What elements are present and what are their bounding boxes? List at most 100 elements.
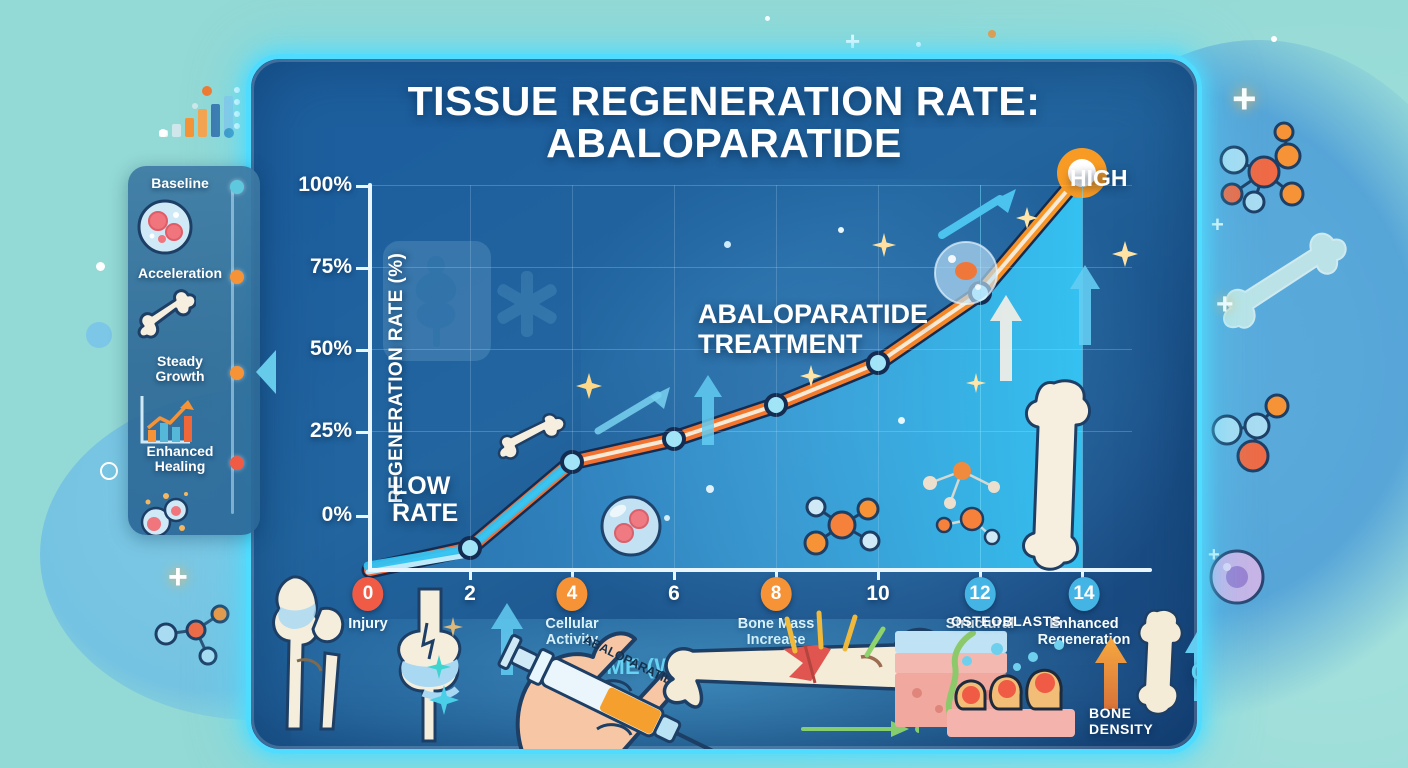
x-bubble-0: 0 (352, 577, 384, 611)
decorative-plus-icon: + (1232, 75, 1257, 122)
vgridline-14 (1082, 185, 1083, 570)
x-tick-8 (775, 570, 778, 580)
legend-rail (231, 188, 234, 514)
diagonal-arrow-icon (938, 189, 1016, 239)
legend-item-label: Baseline (151, 175, 209, 191)
up-arrow-icon (1095, 637, 1127, 709)
bone-icon-plot (497, 413, 566, 460)
decorative-dot (664, 515, 670, 521)
osteoblasts-label: OSTEOBLASTS (951, 613, 1062, 629)
legend-item-enhanced-healing[interactable]: Enhanced Healing (134, 443, 252, 535)
x-bubble-8: 8 (760, 577, 792, 611)
y-tick-label-100: 100% (298, 173, 352, 196)
decorative-molecule-icon-1 (1219, 121, 1305, 214)
x-tick-12 (979, 570, 982, 580)
decorative-dot (100, 462, 118, 480)
molecule-icon-plot-2 (923, 462, 1001, 546)
legend-item-label: Steady Growth (155, 353, 205, 385)
x-bubble-12: 12 (964, 577, 996, 611)
x-bubble-14: 14 (1068, 577, 1100, 611)
decorative-dot (86, 322, 112, 348)
decorative-dot (988, 30, 996, 38)
decorative-plus-icon: + (1208, 544, 1220, 566)
legend-sidebar: Baseline Acceleration Steady Growth (128, 166, 260, 535)
decorative-dot (916, 42, 921, 47)
bone-vertical-icon (1136, 609, 1183, 715)
page-title: TISSUE REGENERATION RATE: ABALOPARATIDE (251, 78, 1197, 165)
x-tick-10 (877, 570, 880, 580)
osteoblasts-icon (947, 640, 1075, 737)
legend-item-acceleration[interactable]: Acceleration (134, 265, 252, 353)
x-axis-marker-2: 2 (464, 577, 476, 611)
legend-dot-enhanced-healing (230, 456, 244, 470)
bone-icon (137, 289, 198, 339)
decorative-dot (838, 227, 844, 233)
caduceus-watermark-icon (383, 241, 557, 361)
vgridline-10 (878, 185, 879, 570)
diagonal-arrow-icon (594, 387, 670, 435)
healing-burst-icon (784, 610, 886, 658)
y-axis-title: REGENERATION RATE (%) (386, 252, 408, 503)
y-tick-50 (356, 349, 368, 352)
x-tick-4 (571, 570, 574, 580)
annotation-high: HIGH (1070, 165, 1128, 191)
legend-dot-steady-growth (230, 366, 244, 380)
annotation-low-rate: LOW RATE (392, 472, 459, 527)
gridline-25 (370, 431, 1132, 432)
up-arrow-icon (491, 603, 523, 675)
infographic-card: TISSUE REGENERATION RATE: ABALOPARATIDE (246, 54, 1202, 754)
decorative-plus-icon: + (168, 558, 188, 596)
decorative-plus-icon: + (1211, 212, 1224, 237)
x-caption-cellular-activity: Cellular Activity (545, 616, 598, 648)
percent-symbol: % (1191, 658, 1197, 697)
y-tick-0 (356, 515, 368, 518)
x-axis-marker-10: 10 (866, 577, 889, 611)
up-arrow-icon (1185, 632, 1197, 701)
y-tick-75 (356, 267, 368, 270)
sidebar-pointer-chevron-icon (256, 350, 276, 394)
bone-density-label: BONE DENSITY (1089, 705, 1154, 737)
bottom-illustration-strip: ABALOPARATIDE (251, 561, 1197, 749)
decorative-dot (706, 485, 714, 493)
chart-endpoint-marker (1057, 148, 1107, 198)
x-axis-marker-0[interactable]: 0 Injury (348, 577, 388, 632)
glowing-cell-icon (934, 241, 998, 305)
cell-icon (137, 199, 193, 255)
x-label-10: 10 (866, 582, 890, 605)
decorative-bar-chart-icon (159, 86, 240, 138)
vgridline-6 (674, 185, 675, 570)
legend-item-baseline[interactable]: Baseline (134, 175, 252, 263)
gridline-100 (370, 185, 1132, 186)
decorative-plus-icon: + (845, 26, 861, 56)
decorative-cell-icon (1209, 549, 1265, 605)
x-tick-6 (673, 570, 676, 580)
legend-dot-baseline (230, 180, 244, 194)
gridline-75 (370, 267, 1132, 268)
chart-area-fill (370, 173, 1082, 570)
line-chart-plot-area: 100% 75% 50% 25% 0% REGENERATION RATE (%… (298, 148, 1152, 648)
y-tick-label-0: 0% (321, 503, 352, 526)
knee-joint-injured-icon (272, 575, 345, 731)
title-line-1: TISSUE REGENERATION RATE: (407, 78, 1041, 124)
vgridline-2 (470, 185, 471, 570)
x-axis-line (368, 568, 1152, 572)
up-arrow-icon (694, 375, 722, 445)
cells-icon (140, 491, 189, 535)
y-tick-label-75: 75% (309, 255, 352, 278)
x-bubble-4: 4 (556, 577, 588, 611)
up-arrow-icon (1070, 265, 1100, 345)
legend-item-steady-growth[interactable]: Steady Growth (134, 353, 252, 457)
x-label-6: 6 (668, 582, 680, 605)
y-axis-line (368, 183, 372, 572)
x-axis-marker-4[interactable]: 4 Cellular Activity (545, 577, 599, 648)
cell-icon-plot (600, 495, 662, 557)
x-axis-marker-6: 6 (668, 577, 680, 611)
decorative-dot (765, 16, 770, 21)
x-tick-14 (1081, 570, 1084, 580)
decorative-dot (724, 241, 731, 248)
syringe-icon (497, 634, 717, 749)
y-tick-label-25: 25% (309, 419, 352, 442)
vgridline-8 (776, 185, 777, 570)
vgridline-4 (572, 185, 573, 570)
decorative-molecule-icon-3 (154, 604, 230, 666)
